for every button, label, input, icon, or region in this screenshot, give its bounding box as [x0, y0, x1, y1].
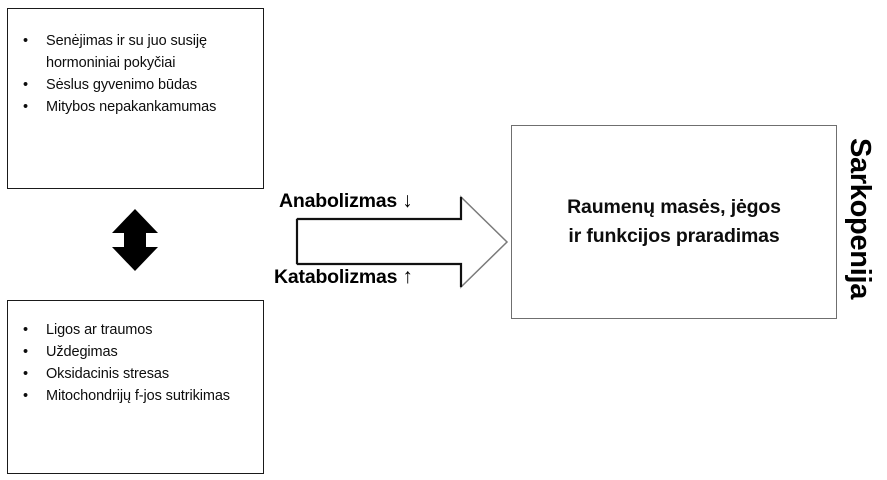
catabolism-label-text: Katabolizmas [274, 266, 398, 288]
list-item: • Ligos ar traumos [16, 319, 253, 341]
bullet-icon: • [23, 366, 28, 382]
list-item-label: Ligos ar traumos [46, 322, 153, 338]
list-item: • Uždegimas [16, 341, 253, 363]
bullet-icon: • [23, 77, 28, 93]
anabolism-label-text: Anabolizmas [279, 190, 398, 212]
sarcopenia-title: Sarkopenija [838, 116, 882, 321]
list-item: • Mitybos nepakankamumas [16, 96, 253, 118]
arrow-down-icon: ↓ [402, 189, 413, 212]
process-block-arrow-icon [295, 195, 509, 289]
list-item: • Mitochondrijų f-jos sutrikimas [16, 385, 253, 407]
outcome-box: Raumenų masės, jėgos ir funkcijos prarad… [511, 125, 837, 319]
bullet-icon: • [23, 99, 28, 115]
aging-factors-box: • Senėjimas ir su juo susiję hormoniniai… [7, 8, 264, 189]
list-item: • Oksidacinis stresas [16, 363, 253, 385]
bidirectional-arrow [110, 209, 160, 271]
bullet-icon: • [23, 344, 28, 360]
bullet-icon: • [23, 322, 28, 338]
list-item-label: Oksidacinis stresas [46, 366, 169, 382]
catabolism-label: Katabolizmas↑ [274, 265, 413, 289]
process-block-arrow [293, 192, 511, 292]
list-item-label: Mitybos nepakankamumas [46, 99, 217, 115]
list-item: • Sėslus gyvenimo būdas [16, 74, 253, 96]
bidirectional-arrow-icon [112, 209, 158, 271]
sarcopenia-title-text: Sarkopenija [844, 137, 877, 300]
disease-factors-box: • Ligos ar traumos • Uždegimas • Oksidac… [7, 300, 264, 474]
list-item-label: Sėslus gyvenimo būdas [46, 77, 198, 93]
bullet-icon: • [23, 388, 28, 404]
arrow-up-icon: ↑ [402, 265, 413, 288]
outcome-line-1: Raumenų masės, jėgos [567, 196, 781, 218]
outcome-text: Raumenų masės, jėgos ir funkcijos prarad… [551, 193, 797, 251]
aging-factors-list: • Senėjimas ir su juo susiję hormoniniai… [8, 9, 263, 118]
list-item-label: Uždegimas [46, 344, 118, 360]
anabolism-label: Anabolizmas↓ [279, 189, 413, 213]
disease-factors-list: • Ligos ar traumos • Uždegimas • Oksidac… [8, 301, 263, 407]
list-item: • Senėjimas ir su juo susiję hormoniniai… [16, 30, 253, 74]
bullet-icon: • [23, 33, 28, 49]
list-item-label: Mitochondrijų f-jos sutrikimas [46, 388, 230, 404]
outcome-line-2: ir funkcijos praradimas [568, 225, 780, 247]
list-item-label: Senėjimas ir su juo susiję hormoniniai p… [46, 33, 207, 71]
